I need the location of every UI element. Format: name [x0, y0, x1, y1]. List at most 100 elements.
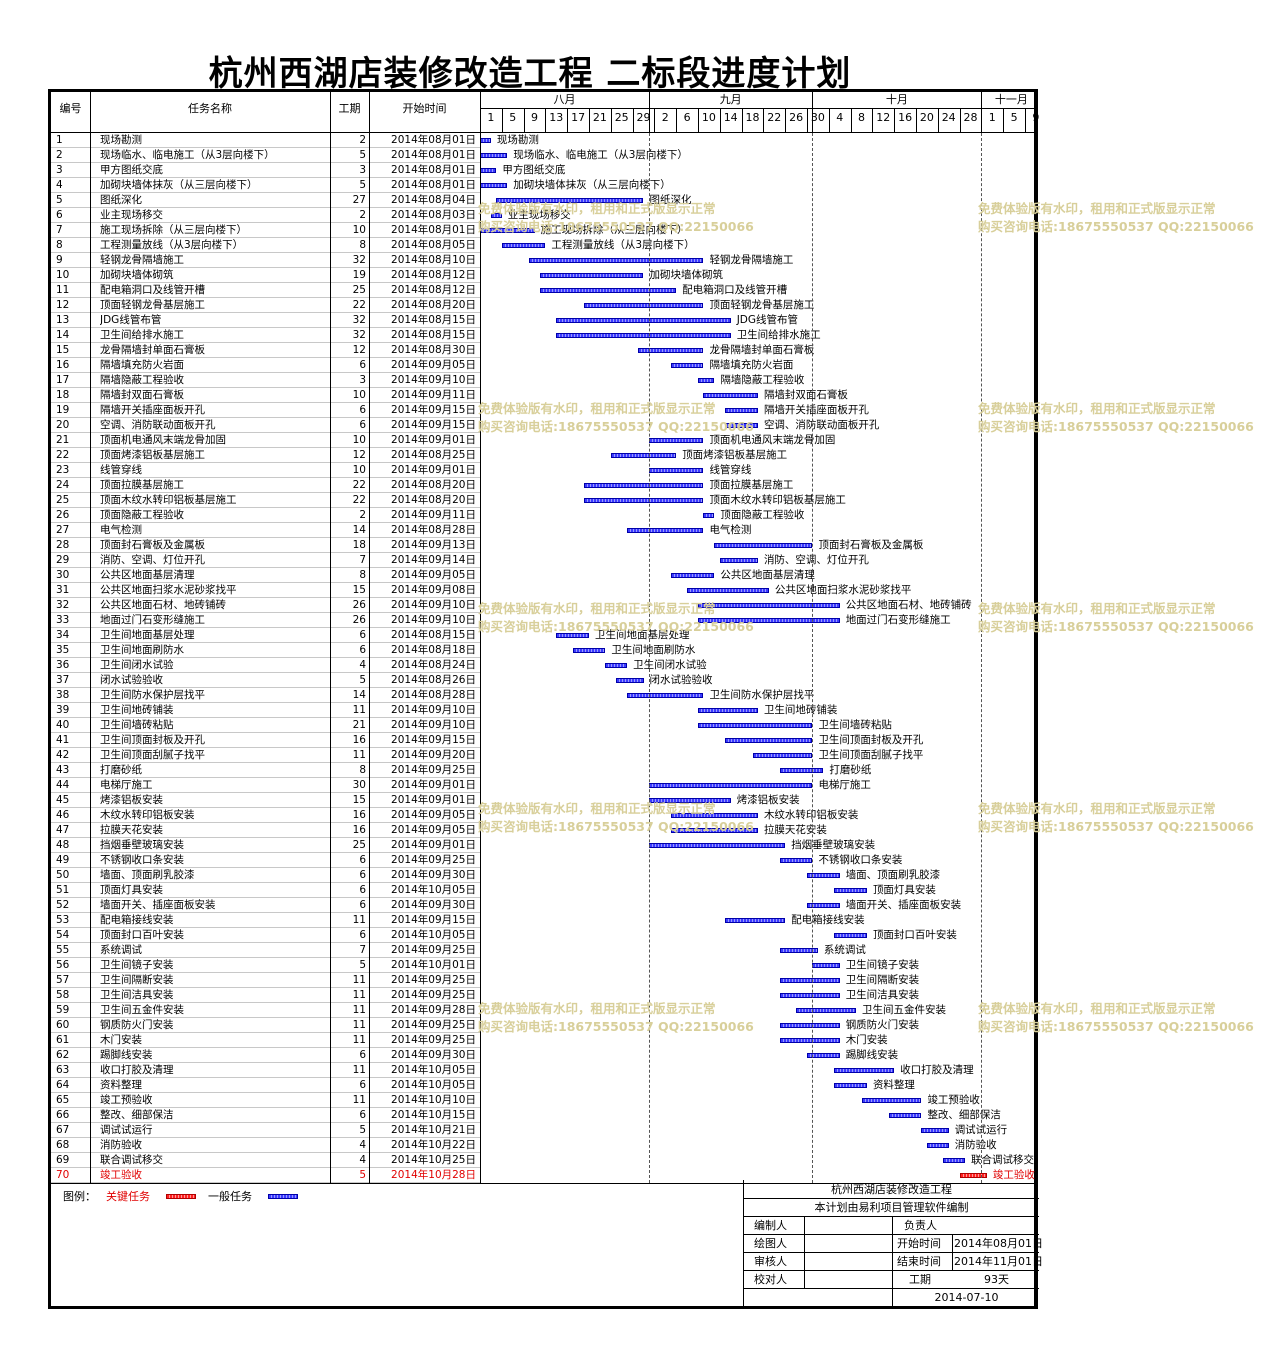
task-start: 2014年09月25日 [391, 974, 476, 986]
task-id: 65 [56, 1094, 70, 1106]
month-day-divider [480, 108, 1036, 109]
row-grid [51, 792, 480, 793]
task-id: 7 [56, 224, 63, 236]
day-tick-divider [916, 109, 917, 132]
row-grid [51, 222, 480, 223]
task-bar-label: 顶面隐蔽工程验收 [720, 509, 805, 521]
task-bar [583, 483, 704, 488]
day-tick-divider [676, 109, 678, 132]
task-bar [627, 693, 704, 698]
task-bar-label: 公共区地面基层清理 [720, 569, 815, 581]
task-start: 2014年09月15日 [391, 734, 476, 746]
info-box: 杭州西湖店装修改造工程 本计划由易利项目管理软件编制 编制人 负责人 绘图人 开… [743, 1180, 1043, 1309]
task-name: 墙面开关、插座面板安装 [100, 899, 216, 911]
task-duration: 12 [352, 449, 366, 461]
row-grid [51, 417, 480, 418]
day-tick-divider [545, 109, 547, 132]
task-bar-label: 现场勘测 [496, 134, 539, 146]
task-id: 23 [56, 464, 70, 476]
row-grid [51, 1032, 480, 1033]
task-duration: 6 [359, 899, 366, 911]
task-name: 烤漆铝板安装 [100, 794, 163, 806]
task-name: 业主现场移交 [100, 209, 163, 221]
task-start: 2014年09月25日 [391, 1019, 476, 1031]
task-duration: 6 [359, 1079, 366, 1091]
row-grid [51, 627, 480, 628]
task-duration: 6 [359, 884, 366, 896]
row-grid [51, 852, 480, 853]
header-start: 开始时间 [402, 102, 447, 115]
task-id: 36 [56, 659, 70, 671]
table-divider [480, 92, 481, 1183]
task-duration: 10 [352, 464, 366, 476]
legend-normal-label: 一般任务 [208, 1190, 252, 1203]
row-grid [51, 147, 480, 148]
row-grid [51, 522, 480, 523]
task-bar-label: 墙面开关、插座面板安装 [845, 899, 962, 911]
watermark-line2: 购买咨询电话:18675550537 QQ:22150066 [978, 1019, 1254, 1034]
task-start: 2014年10月10日 [391, 1094, 476, 1106]
task-duration: 30 [352, 779, 366, 791]
month-label: 十月 [885, 93, 908, 106]
row-grid [51, 552, 480, 553]
day-tick-label: 18 [745, 111, 760, 124]
row-grid [51, 1107, 480, 1108]
task-bar [539, 273, 644, 278]
task-duration: 5 [359, 1124, 366, 1136]
task-id: 12 [56, 299, 70, 311]
task-duration: 19 [352, 269, 366, 281]
task-id: 8 [56, 239, 63, 251]
task-bar [670, 828, 758, 833]
task-id: 29 [56, 554, 70, 566]
task-duration: 32 [352, 329, 366, 341]
task-duration: 6 [359, 1109, 366, 1121]
task-bar [812, 963, 840, 968]
task-bar [480, 183, 508, 188]
task-start: 2014年10月05日 [391, 1064, 476, 1076]
task-bar [698, 618, 840, 623]
task-bar [807, 873, 840, 878]
info-duration-value: 93天 [984, 1273, 1009, 1286]
row-grid [51, 1167, 480, 1168]
day-tick-label: 4 [836, 111, 844, 124]
task-duration: 11 [352, 1034, 366, 1046]
day-tick-divider [894, 109, 896, 132]
task-bar-label: 轻钢龙骨隔墙施工 [709, 254, 794, 266]
task-bar [610, 453, 677, 458]
task-name: 消防、空调、灯位开孔 [100, 554, 205, 566]
task-bar [779, 1023, 840, 1028]
task-id: 26 [56, 509, 70, 521]
task-name: 整改、细部保洁 [100, 1109, 174, 1121]
task-name: 地面过门石变形缝施工 [100, 614, 205, 626]
task-id: 52 [56, 899, 70, 911]
task-bar-label: 消防、空调、灯位开孔 [763, 554, 869, 566]
task-bar [648, 438, 704, 443]
legend-label: 图例： [63, 1190, 96, 1203]
task-bar-label: 加砌块墙体抹灰（从三层向楼下） [513, 179, 671, 191]
task-duration: 11 [352, 914, 366, 926]
task-start: 2014年09月14日 [391, 554, 476, 566]
task-start: 2014年08月28日 [391, 524, 476, 536]
task-id: 56 [56, 959, 70, 971]
table-divider [330, 92, 331, 1183]
watermark-line2: 购买咨询电话:18675550537 QQ:22150066 [978, 219, 1254, 234]
day-tick-label: 16 [898, 111, 913, 124]
task-id: 67 [56, 1124, 70, 1136]
task-id: 1 [56, 134, 63, 146]
task-duration: 6 [359, 929, 366, 941]
table-divider [369, 92, 370, 1183]
critical-task-bar [959, 1173, 987, 1178]
task-name: 卫生间地面刷防水 [100, 644, 184, 656]
row-grid [51, 1002, 480, 1003]
task-id: 51 [56, 884, 70, 896]
info-compiler-label: 编制人 [754, 1219, 787, 1232]
task-id: 20 [56, 419, 70, 431]
watermark-line1: 免费体验版有水印，租用和正式版显示正常 [478, 1001, 716, 1016]
row-grid [51, 1122, 480, 1123]
task-bar [714, 543, 813, 548]
task-bar [921, 1128, 949, 1133]
task-start: 2014年08月20日 [391, 299, 476, 311]
task-bar [807, 1053, 840, 1058]
task-name: 卫生间顶面刮腻子找平 [100, 749, 205, 761]
task-bar-label: 卫生间顶面刮腻子找平 [818, 749, 924, 761]
